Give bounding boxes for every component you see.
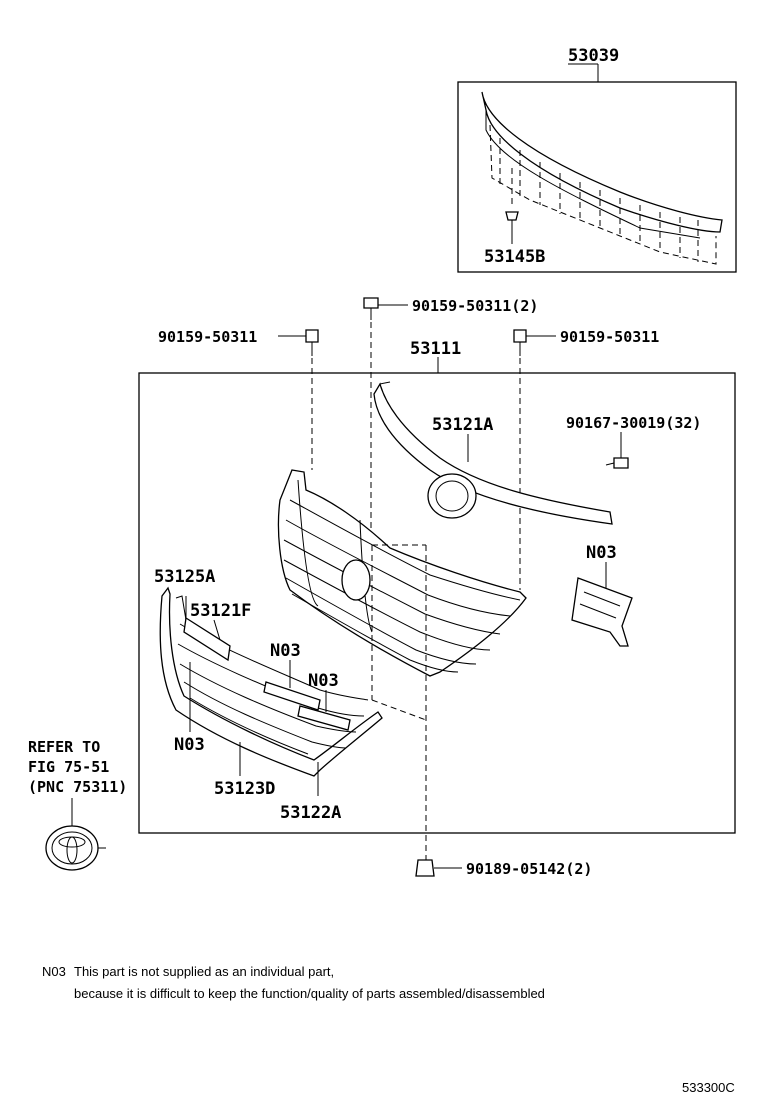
label-n03-left: N03	[174, 735, 205, 755]
screw-90159-50311-left	[278, 329, 319, 470]
screw-90167-30019	[605, 432, 629, 469]
figure-id: 533300C	[682, 1080, 735, 1095]
upper-molding-53039	[481, 91, 723, 265]
strip-n03-mid	[263, 660, 351, 731]
label-90167-30019: 90167-30019(32)	[566, 414, 701, 432]
assembly-box-53111	[138, 357, 736, 834]
note-code: N03	[42, 964, 66, 979]
upper-grille-bar-53121a	[373, 381, 613, 525]
label-53121a: 53121A	[432, 415, 493, 435]
label-53122a: 53122A	[280, 803, 341, 823]
emblem-icon	[45, 825, 106, 871]
refer-line-3: (PNC 75311)	[28, 778, 127, 796]
clip-90189-05142	[415, 859, 462, 877]
label-90159-50311-left: 90159-50311	[158, 328, 257, 346]
label-90159-50311-right: 90159-50311	[560, 328, 659, 346]
strip-53121f	[183, 596, 231, 662]
screw-90159-50311-2	[363, 297, 408, 545]
clip-53145b	[505, 168, 519, 244]
bracket-n03-right	[571, 562, 633, 647]
label-53145b: 53145B	[484, 247, 545, 267]
label-90159-50311-2: 90159-50311(2)	[412, 297, 538, 315]
label-n03-right: N03	[586, 543, 617, 563]
screw-90159-50311-right	[513, 329, 556, 590]
label-n03-mid1: N03	[270, 641, 301, 661]
label-53039: 53039	[568, 46, 619, 66]
note-line-2: because it is difficult to keep the func…	[74, 986, 545, 1001]
label-90189-05142: 90189-05142(2)	[466, 860, 592, 878]
refer-line-2: FIG 75-51	[28, 758, 109, 776]
main-grille-body	[277, 469, 527, 860]
note-line-1: This part is not supplied as an individu…	[74, 964, 334, 979]
label-53121f: 53121F	[190, 601, 251, 621]
label-53125a: 53125A	[154, 567, 215, 587]
refer-line-1: REFER TO	[28, 738, 100, 756]
label-53111: 53111	[410, 339, 461, 359]
label-n03-mid2: N03	[308, 671, 339, 691]
assembly-box-53039	[457, 63, 737, 273]
label-53123d: 53123D	[214, 779, 275, 799]
